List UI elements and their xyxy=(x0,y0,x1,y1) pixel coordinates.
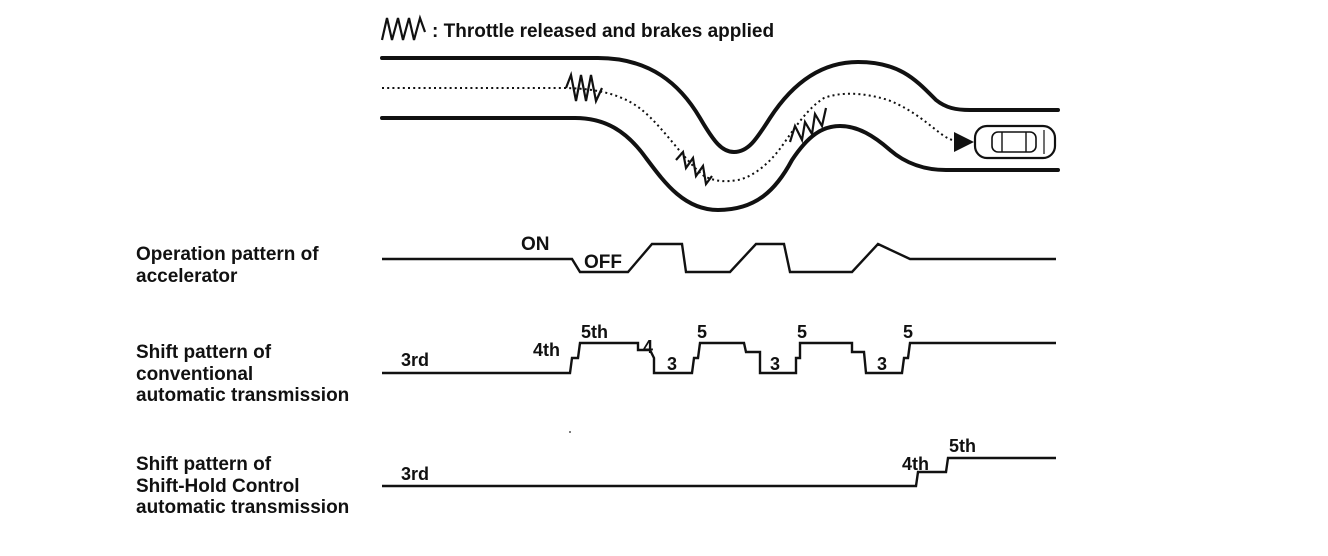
shift-hold-gear-5th: 5th xyxy=(949,436,976,456)
zigzag-marker-2 xyxy=(675,149,713,187)
conventional-gear-3-b: 3 xyxy=(770,354,780,374)
shift-hold-gear-4th: 4th xyxy=(902,454,929,474)
accelerator-row: Operation pattern of accelerator ON OFF xyxy=(136,234,1056,287)
zigzag-icon xyxy=(380,14,427,41)
conventional-row-label-line1: Shift pattern of xyxy=(136,342,272,363)
conventional-row-label-line3: automatic transmission xyxy=(136,385,349,406)
zigzag-marker-1 xyxy=(564,71,603,105)
conventional-gear-4: 4 xyxy=(643,337,653,357)
shift-hold-trace xyxy=(382,456,1056,488)
legend: : Throttle released and brakes applied xyxy=(380,14,774,42)
legend-text: : Throttle released and brakes applied xyxy=(432,21,774,42)
conventional-gear-3rd: 3rd xyxy=(401,350,429,370)
stray-dot xyxy=(569,431,571,433)
accelerator-row-label-line2: accelerator xyxy=(136,266,238,287)
shift-hold-row-label-line2: Shift-Hold Control xyxy=(136,476,300,497)
shift-hold-row: Shift pattern of Shift-Hold Control auto… xyxy=(136,436,1056,518)
dotted-path xyxy=(382,87,974,183)
conventional-gear-5-a: 5 xyxy=(697,322,707,342)
shift-hold-row-label-line1: Shift pattern of xyxy=(136,454,272,475)
shift-hold-gear-3rd: 3rd xyxy=(401,464,429,484)
conventional-row-label-line2: conventional xyxy=(136,364,253,385)
accelerator-row-label-line1: Operation pattern of xyxy=(136,244,319,265)
conventional-row: Shift pattern of conventional automatic … xyxy=(136,322,1056,406)
zigzag-marker-3 xyxy=(788,107,828,144)
conventional-gear-3-c: 3 xyxy=(877,354,887,374)
accelerator-on-label: ON xyxy=(521,234,550,255)
conventional-gear-5th: 5th xyxy=(581,322,608,342)
conventional-trace xyxy=(382,341,1056,375)
road-illustration xyxy=(380,56,1060,213)
road-upper-edge xyxy=(380,56,1060,155)
accelerator-off-label: OFF xyxy=(584,252,622,273)
road-lower-edge xyxy=(380,116,1060,213)
conventional-gear-4th: 4th xyxy=(533,340,560,360)
conventional-gear-5-c: 5 xyxy=(903,322,913,342)
shift-hold-row-label-line3: automatic transmission xyxy=(136,497,349,518)
conventional-gear-5-b: 5 xyxy=(797,322,807,342)
car-icon xyxy=(973,124,1057,160)
conventional-gear-3-a: 3 xyxy=(667,354,677,374)
accelerator-trace xyxy=(382,242,1056,274)
